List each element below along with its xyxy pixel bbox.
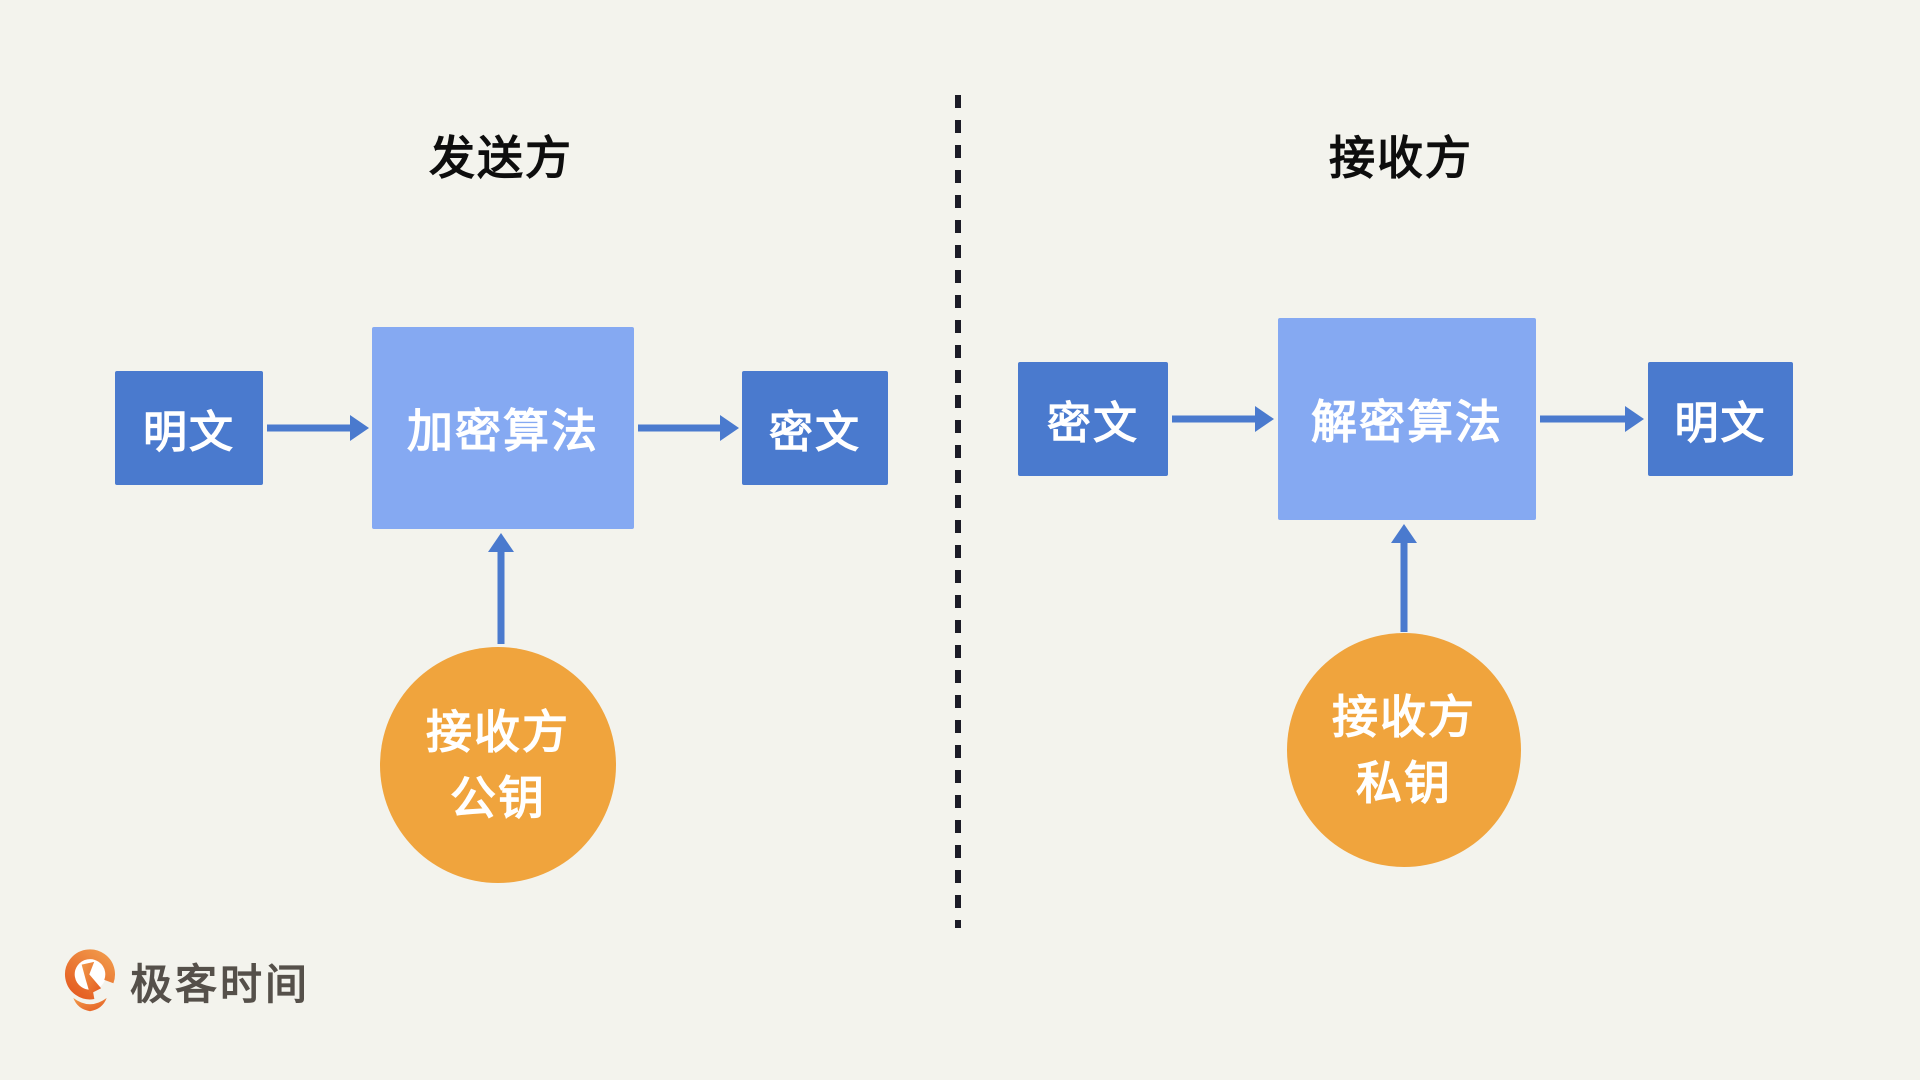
sender-panel-title: 发送方 (429, 132, 573, 184)
receiver-plaintext-box: 明文 (1648, 362, 1793, 476)
geektime-logo-text: 极客时间 (130, 960, 311, 1008)
arrow-shaft (1400, 541, 1408, 632)
arrow-right-icon (350, 415, 369, 441)
sender-output-arrow (638, 415, 739, 441)
sender-public-key-circle: 接收方 公钥 (380, 647, 616, 883)
geektime-logo: 极客时间 (62, 948, 310, 1014)
sender-key-arrow (488, 533, 514, 644)
receiver-input-arrow (1172, 406, 1274, 432)
key-label-line2: 私钥 (1356, 757, 1452, 809)
sender-input-arrow (267, 415, 369, 441)
sender-ciphertext-box: 密文 (742, 371, 888, 485)
sender-encrypt-algorithm-box: 加密算法 (372, 327, 634, 529)
arrow-shaft (1172, 415, 1259, 423)
receiver-panel-title: 接收方 (1329, 132, 1473, 184)
key-label-line1: 接收方 (1332, 691, 1476, 743)
arrow-right-icon (1255, 406, 1274, 432)
key-label-line2: 公钥 (450, 772, 546, 824)
arrow-shaft (497, 550, 505, 644)
receiver-decrypt-algorithm-box: 解密算法 (1278, 318, 1536, 520)
arrow-shaft (638, 424, 724, 432)
receiver-output-arrow (1540, 406, 1644, 432)
receiver-ciphertext-box: 密文 (1018, 362, 1168, 476)
arrow-right-icon (1625, 406, 1644, 432)
receiver-key-arrow (1391, 524, 1417, 632)
key-label-line1: 接收方 (426, 706, 570, 758)
geektime-logo-icon (64, 949, 116, 1012)
dashed-divider (955, 95, 961, 928)
arrow-shaft (1540, 415, 1629, 423)
sender-plaintext-box: 明文 (115, 371, 263, 485)
receiver-private-key-circle: 接收方 私钥 (1287, 633, 1521, 867)
arrow-right-icon (720, 415, 739, 441)
arrow-up-icon (1391, 524, 1417, 543)
arrow-up-icon (488, 533, 514, 552)
arrow-shaft (267, 424, 354, 432)
